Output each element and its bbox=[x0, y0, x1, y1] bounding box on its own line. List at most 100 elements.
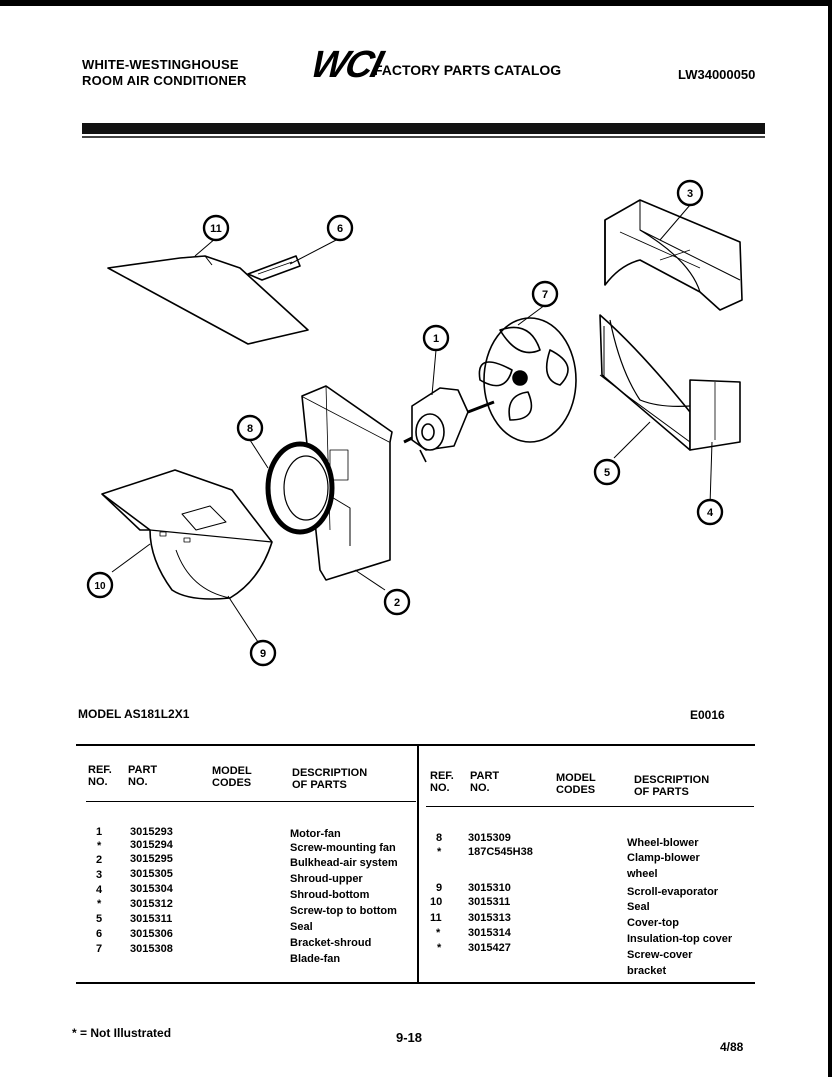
header-ref-line1: REF. bbox=[88, 764, 112, 776]
header-model-line1: MODEL bbox=[556, 772, 596, 784]
header-ref-line2: NO. bbox=[88, 776, 108, 788]
table-center-rule bbox=[417, 746, 419, 982]
table-row-desc: Screw-mounting fan bbox=[290, 842, 396, 854]
table-row-desc: Shroud-upper bbox=[290, 873, 363, 885]
header-desc-line1: DESCRIPTION bbox=[292, 767, 368, 779]
table-row-desc: Bracket-shroud bbox=[290, 937, 372, 949]
header-desc-line2: OF PARTS bbox=[634, 786, 689, 798]
table-row-ref: 11 bbox=[430, 912, 442, 924]
header-rule bbox=[82, 123, 765, 134]
brand-name: WHITE-WESTINGHOUSE bbox=[82, 57, 239, 72]
table-row-ref: 8 bbox=[436, 832, 443, 844]
table-row-ref: * bbox=[97, 898, 102, 910]
table-row-ref: 6 bbox=[96, 928, 103, 940]
not-illustrated-footnote: * = Not Illustrated bbox=[72, 1026, 172, 1040]
callout-5-label: 5 bbox=[604, 467, 610, 479]
top-border bbox=[0, 0, 832, 6]
table-row-ref: 5 bbox=[96, 913, 103, 925]
header-part-line1: PART bbox=[470, 770, 500, 782]
callout-9-label: 9 bbox=[260, 648, 266, 660]
header-ref-left: REF. NO. bbox=[88, 764, 112, 788]
table-row-ref: 1 bbox=[96, 826, 103, 838]
callout-11-label: 11 bbox=[210, 223, 222, 235]
table-row-part: 3015313 bbox=[468, 912, 511, 924]
callout-10-label: 10 bbox=[94, 581, 106, 592]
callout-9: 9 bbox=[249, 639, 277, 667]
exploded-parts-diagram: 11 6 3 7 1 8 5 4 bbox=[86, 179, 743, 667]
callout-7-label: 7 bbox=[542, 289, 548, 301]
table-row-ref: 10 bbox=[430, 896, 443, 908]
catalog-number: LW34000050 bbox=[678, 67, 756, 82]
header-part-right: PART NO. bbox=[470, 770, 499, 794]
table-row-ref: * bbox=[436, 927, 441, 939]
callout-6: 6 bbox=[326, 214, 354, 242]
header-part-line1: PART bbox=[128, 764, 158, 776]
table-row-part: 3015311 bbox=[468, 896, 511, 908]
catalog-title: FACTORY PARTS CATALOG bbox=[374, 62, 562, 78]
table-row-part: 3015314 bbox=[468, 927, 511, 939]
table-top-rule bbox=[76, 744, 755, 746]
table-header-rule-right bbox=[426, 806, 754, 807]
brand-block: WHITE-WESTINGHOUSE ROOM AIR CONDITIONER bbox=[82, 57, 247, 89]
callout-2-label: 2 bbox=[394, 597, 400, 609]
table-row-desc: Shroud-bottom bbox=[290, 889, 370, 901]
header-model-left: MODEL CODES bbox=[212, 765, 252, 789]
callout-6-label: 6 bbox=[337, 223, 343, 235]
table-row-ref: 7 bbox=[96, 943, 103, 955]
table-row-desc: Seal bbox=[290, 921, 313, 933]
header-desc-right: DESCRIPTION OF PARTS bbox=[634, 774, 709, 798]
table-row-part: 3015311 bbox=[130, 913, 173, 925]
table-row-part: 3015310 bbox=[468, 882, 511, 894]
table-row-part: 3015295 bbox=[130, 853, 173, 865]
diagram-code: E0016 bbox=[690, 708, 725, 722]
header-part-line2: NO. bbox=[470, 782, 490, 794]
header-rule-thin bbox=[82, 136, 765, 138]
callout-10: 10 bbox=[86, 571, 114, 599]
callout-7: 7 bbox=[531, 280, 559, 308]
header-part-line2: NO. bbox=[128, 776, 148, 788]
callout-8-label: 8 bbox=[247, 423, 253, 435]
table-row-part: 3015312 bbox=[130, 898, 173, 910]
callout-circles: 11 6 3 7 1 8 5 4 bbox=[86, 179, 724, 667]
header-model-line2: CODES bbox=[212, 777, 252, 789]
table-row-part: 3015304 bbox=[130, 883, 173, 895]
table-row-desc: Clamp-blower bbox=[627, 852, 700, 864]
header-part-left: PART NO. bbox=[128, 764, 157, 788]
callout-4-label: 4 bbox=[707, 507, 714, 519]
table-row-desc: Motor-fan bbox=[290, 828, 341, 840]
table-row-part: 3015309 bbox=[468, 832, 511, 844]
table-row-desc: Seal bbox=[627, 901, 650, 913]
table-row-part: 3015294 bbox=[130, 839, 173, 851]
table-row-ref: * bbox=[437, 942, 442, 954]
table-row-desc: Blade-fan bbox=[290, 953, 341, 965]
callout-3-label: 3 bbox=[687, 188, 693, 200]
table-row-part: 3015427 bbox=[468, 942, 511, 954]
table-row-part: 3015293 bbox=[130, 826, 173, 838]
table-header-rule-left bbox=[86, 801, 416, 802]
table-row-ref: 4 bbox=[96, 884, 103, 896]
table-row-desc: Bulkhead-air system bbox=[290, 857, 398, 869]
table-row-ref: 2 bbox=[96, 854, 103, 866]
callout-11: 11 bbox=[202, 214, 230, 242]
model-number: MODEL AS181L2X1 bbox=[78, 707, 190, 721]
table-row-desc: Scroll-evaporator bbox=[627, 886, 719, 898]
header-desc-left: DESCRIPTION OF PARTS bbox=[292, 767, 367, 791]
table-row-desc: Screw-cover bbox=[627, 949, 693, 961]
header-desc-line2: OF PARTS bbox=[292, 779, 347, 791]
table-row-desc: Insulation-top cover bbox=[627, 933, 733, 945]
callout-5: 5 bbox=[593, 458, 621, 486]
header-model-line2: CODES bbox=[556, 784, 596, 796]
table-row-desc: bracket bbox=[627, 965, 667, 977]
table-row-part: 3015305 bbox=[130, 868, 173, 880]
table-row-ref: * bbox=[437, 846, 442, 858]
table-row-desc: Cover-top bbox=[627, 917, 679, 929]
right-border bbox=[828, 0, 832, 1077]
header-ref-right: REF. NO. bbox=[430, 770, 454, 794]
header-model-line1: MODEL bbox=[212, 765, 252, 777]
table-row-ref: 9 bbox=[436, 882, 443, 894]
table-row-part: 187C545H38 bbox=[468, 846, 533, 858]
callout-4: 4 bbox=[696, 498, 724, 526]
table-row-desc: Wheel-blower bbox=[627, 837, 699, 849]
table-row-part: 3015308 bbox=[130, 943, 173, 955]
callout-1: 1 bbox=[422, 324, 450, 352]
